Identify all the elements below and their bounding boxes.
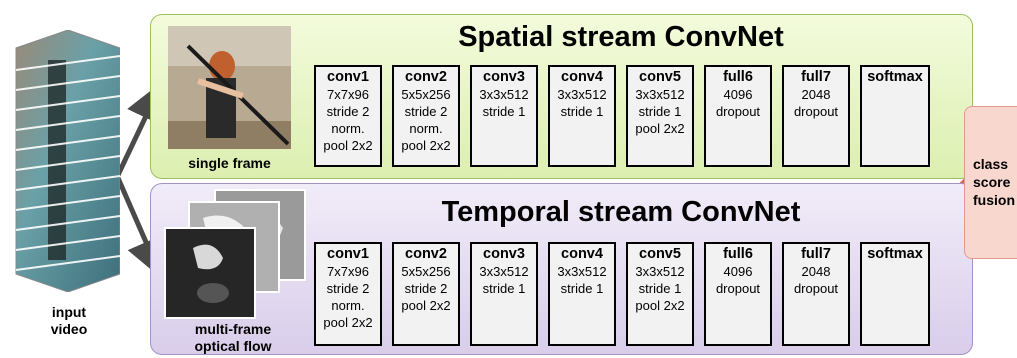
temporal-layer-full7: full7 2048 dropout xyxy=(782,242,850,346)
arrow-to-temporal xyxy=(115,176,165,279)
temporal-layer-conv4: conv4 3x3x512 stride 1 xyxy=(548,242,616,346)
class-score-fusion-box xyxy=(964,106,1017,259)
spatial-layer-conv4: conv4 3x3x512 stride 1 xyxy=(548,65,616,167)
single-frame-caption: single frame xyxy=(188,155,271,171)
temporal-layer-conv2: conv2 5x5x256 stride 2 pool 2x2 xyxy=(392,242,460,346)
optical-flow-image xyxy=(164,189,306,319)
temporal-layer-conv5: conv5 3x3x512 stride 1 pool 2x2 xyxy=(626,242,694,346)
optical-flow-caption: multi-frame optical flow xyxy=(194,321,272,354)
single-frame-image xyxy=(168,26,291,149)
temporal-stream-title: Temporal stream ConvNet xyxy=(441,196,801,228)
temporal-layer-conv1: conv1 7x7x96 stride 2 norm. pool 2x2 xyxy=(314,242,382,346)
temporal-layer-softmax: softmax xyxy=(860,242,930,346)
class-score-fusion-label: class score fusion xyxy=(973,156,1015,208)
spatial-layer-conv5: conv5 3x3x512 stride 1 pool 2x2 xyxy=(626,65,694,167)
input-video-stack-image xyxy=(15,30,120,292)
spatial-layer-softmax: softmax xyxy=(860,65,930,167)
temporal-layer-conv3: conv3 3x3x512 stride 1 xyxy=(470,242,538,346)
spatial-stream-title: Spatial stream ConvNet xyxy=(458,21,784,53)
spatial-layer-full6: full6 4096 dropout xyxy=(704,65,772,167)
temporal-layer-full6: full6 4096 dropout xyxy=(704,242,772,346)
spatial-layer-full7: full7 2048 dropout xyxy=(782,65,850,167)
spatial-layer-conv3: conv3 3x3x512 stride 1 xyxy=(470,65,538,167)
spatial-layer-conv2: conv2 5x5x256 stride 2 norm. pool 2x2 xyxy=(392,65,460,167)
input-video-caption: input video xyxy=(50,304,88,337)
spatial-layer-conv1: conv1 7x7x96 stride 2 norm. pool 2x2 xyxy=(314,65,382,167)
arrow-to-spatial xyxy=(115,81,164,177)
